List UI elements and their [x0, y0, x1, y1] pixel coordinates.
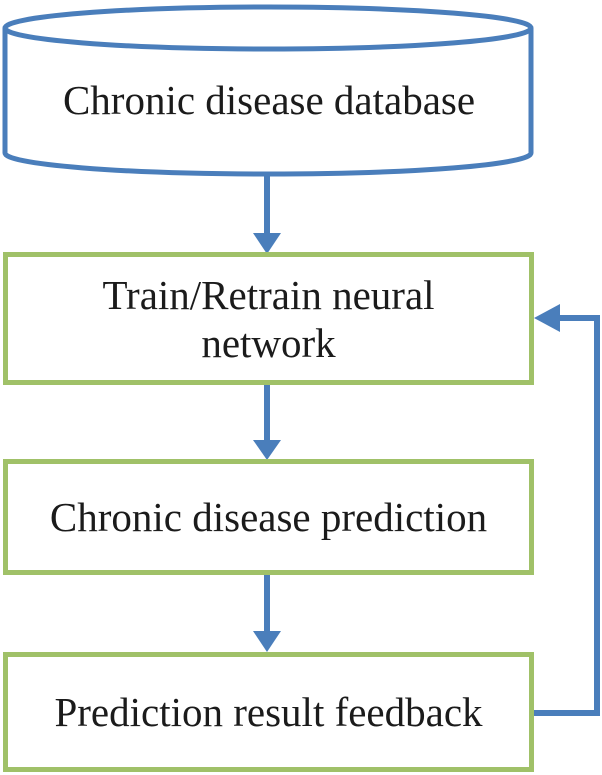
- step-label: Train/Retrain neural network: [102, 271, 435, 366]
- database-label: Chronic disease database: [62, 77, 476, 123]
- arrow-train-to-predict: [253, 385, 281, 460]
- step-box-result-feedback: Prediction result feedback: [3, 652, 534, 772]
- step-label: Chronic disease prediction: [49, 494, 488, 540]
- database-cylinder-shape: [2, 4, 534, 177]
- feedback-loop-connector: [533, 304, 600, 716]
- arrow-predict-to-feedback: [253, 575, 281, 652]
- step-box-train-retrain: Train/Retrain neural network: [3, 252, 534, 385]
- arrow-database-to-train: [253, 176, 281, 254]
- step-label: Prediction result feedback: [54, 689, 483, 735]
- step-box-disease-prediction: Chronic disease prediction: [3, 459, 534, 575]
